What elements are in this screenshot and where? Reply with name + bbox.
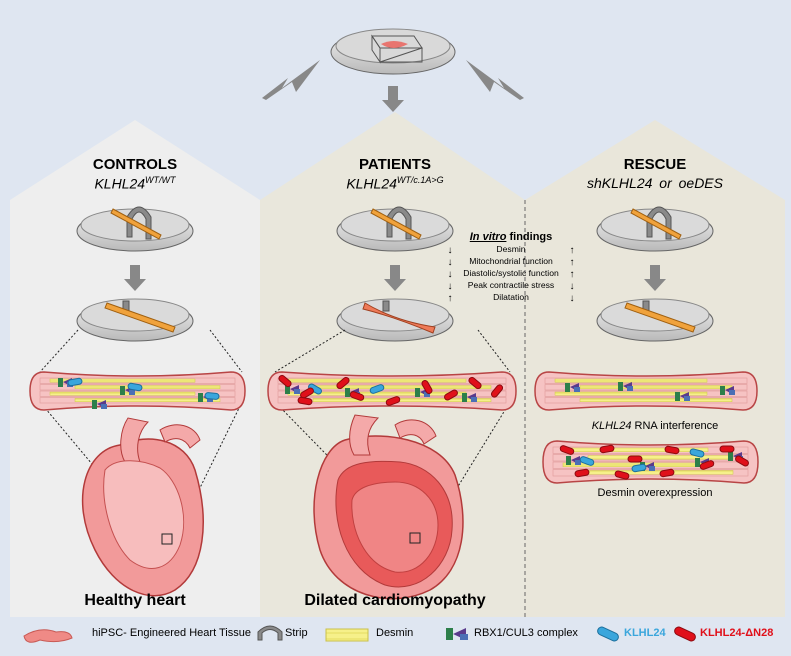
controls-title: CONTROLS <box>92 156 178 173</box>
controls-genotype: KLHL24WT/WT <box>60 175 210 192</box>
legend-complex-label: RBX1/CUL3 complex <box>474 627 578 639</box>
in-vitro-findings: In vitro findings Desmin Mitochondrial f… <box>455 231 567 303</box>
legend-complex-icon <box>446 628 468 640</box>
patients-dish-stretched <box>336 298 454 342</box>
top-dish <box>330 28 456 75</box>
rescue-down-arrow <box>644 265 666 291</box>
arrow-to-rescue <box>466 60 524 100</box>
rnai-tissue <box>534 371 758 411</box>
legend-klhl24-label: KLHL24 <box>624 627 666 639</box>
legend-ehm-label: hiPSC- Engineered Heart Tissue <box>92 627 251 639</box>
finding-dilatation: Dilatation <box>493 292 529 302</box>
patients-down-arrow <box>384 265 406 291</box>
rescue-arrows: ↑↑↑↓↓ <box>569 245 575 304</box>
controls-tissue <box>29 371 246 411</box>
finding-diastolic: Diastolic/systolic function <box>463 268 559 278</box>
overexpression-label: Desmin overexpression <box>597 487 713 499</box>
rescue-genotype: shKLHL24 or oeDES <box>587 175 723 191</box>
patients-genotype: KLHL24WT/c.1A>G <box>300 175 490 192</box>
arrow-to-controls <box>262 60 320 100</box>
findings-heading: In vitro findings <box>469 231 553 243</box>
healthy-heart-caption: Healthy heart <box>84 592 186 609</box>
legend-desmin-label: Desmin <box>376 627 414 639</box>
finding-peak-stress: Peak contractile stress <box>467 280 555 290</box>
patients-title: PATIENTS <box>359 156 431 173</box>
patients-tissue <box>267 371 517 411</box>
rescue-title: RESCUE <box>623 156 687 173</box>
legend-strip-icon <box>257 625 283 641</box>
legend-desmin-icon <box>325 628 369 642</box>
controls-gene: KLHL24 <box>94 175 146 192</box>
patients-dish-strip <box>336 206 454 252</box>
legend-klhl24-icon <box>597 626 619 642</box>
rescue-panel <box>525 120 785 617</box>
dilated-heart <box>313 414 464 600</box>
rescue-dish-strip <box>596 206 714 252</box>
legend-bar <box>0 617 791 656</box>
legend-strip-label: Strip <box>285 627 308 639</box>
rnai-label: KLHL24 RNA interference <box>591 420 719 432</box>
rescue-dish-stretched <box>596 298 714 342</box>
finding-desmin: Desmin <box>496 244 526 254</box>
arrow-to-patients <box>382 86 404 112</box>
controls-dish-stretched <box>76 298 194 342</box>
controls-down-arrow <box>124 265 146 291</box>
finding-mitochondrial: Mitochondrial function <box>469 256 553 266</box>
patients-genotype-sup: WT/c.1A>G <box>396 175 444 185</box>
dcm-caption: Dilated cardiomyopathy <box>304 592 486 609</box>
controls-genotype-sup: WT/WT <box>145 175 176 185</box>
controls-dish-strip <box>76 206 194 252</box>
legend-klhl24-mut-label: KLHL24-ΔN28 <box>700 627 774 639</box>
legend-klhl24-mut-icon <box>674 626 696 642</box>
healthy-heart <box>81 417 204 597</box>
legend-ehm-icon <box>23 629 73 643</box>
overexpression-tissue <box>542 440 759 484</box>
patients-gene: KLHL24 <box>346 175 397 192</box>
patient-arrows: ↓↓↓↓↑ <box>447 245 453 304</box>
